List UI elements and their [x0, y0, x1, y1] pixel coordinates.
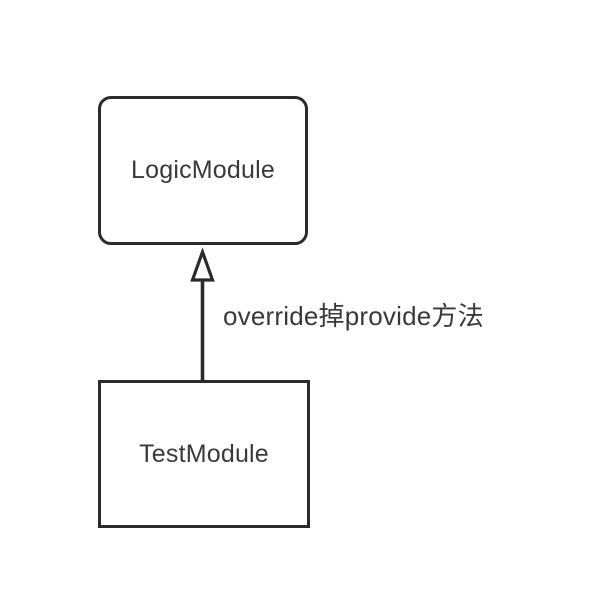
hollow-triangle-arrowhead-icon [190, 247, 215, 282]
uml-node-logicmodule-label: LogicModule [131, 156, 275, 184]
generalization-edge-label: override掉provide方法 [223, 301, 484, 331]
uml-node-testmodule-label: TestModule [139, 439, 269, 468]
uml-node-logicmodule[interactable]: LogicModule [98, 96, 308, 245]
uml-node-testmodule[interactable]: TestModule [98, 380, 310, 528]
